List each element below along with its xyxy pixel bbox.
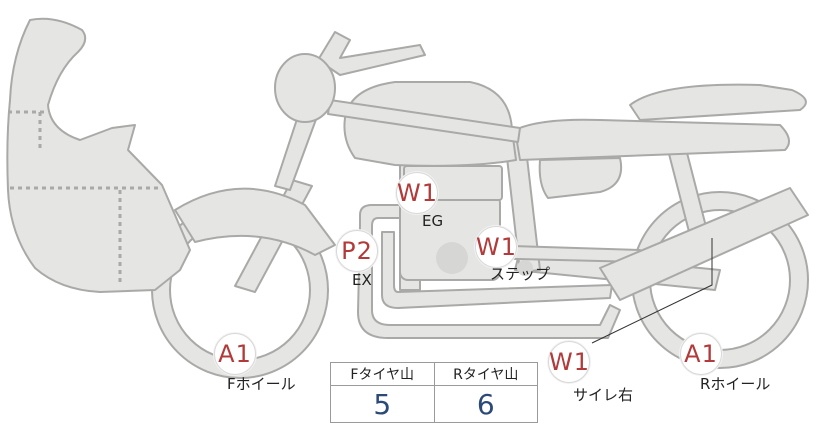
front-wheel-label: Fホイール (227, 375, 296, 393)
exhaust-label: EX (352, 271, 372, 289)
engine-label: EG (422, 212, 444, 230)
rear-wheel-damage-code: A1 (680, 333, 722, 375)
silencer (599, 187, 809, 301)
rear-wheel-label: Rホイール (700, 375, 771, 393)
exhaust-pipe (357, 204, 621, 339)
tire-tread-table: Fタイヤ山 Rタイヤ山 5 6 (330, 362, 538, 423)
fairing (6, 17, 191, 293)
rear-tire-value: 6 (433, 385, 538, 423)
front-tire-value: 5 (330, 385, 435, 423)
silencer-damage-code: W1 (548, 341, 590, 383)
seat (514, 118, 790, 161)
engine-damage-code: W1 (396, 172, 438, 214)
front-wheel-damage-code: A1 (214, 333, 256, 375)
step-label: ステップ (490, 265, 551, 283)
step-damage-code: W1 (475, 226, 517, 268)
rear-tire-header: Rタイヤ山 (433, 362, 538, 386)
exhaust-damage-code: P2 (336, 230, 378, 272)
front-fender (174, 187, 336, 256)
headlight (274, 53, 336, 123)
front-tire-header: Fタイヤ山 (330, 362, 435, 386)
silencer-label: サイレ右 (573, 386, 634, 404)
